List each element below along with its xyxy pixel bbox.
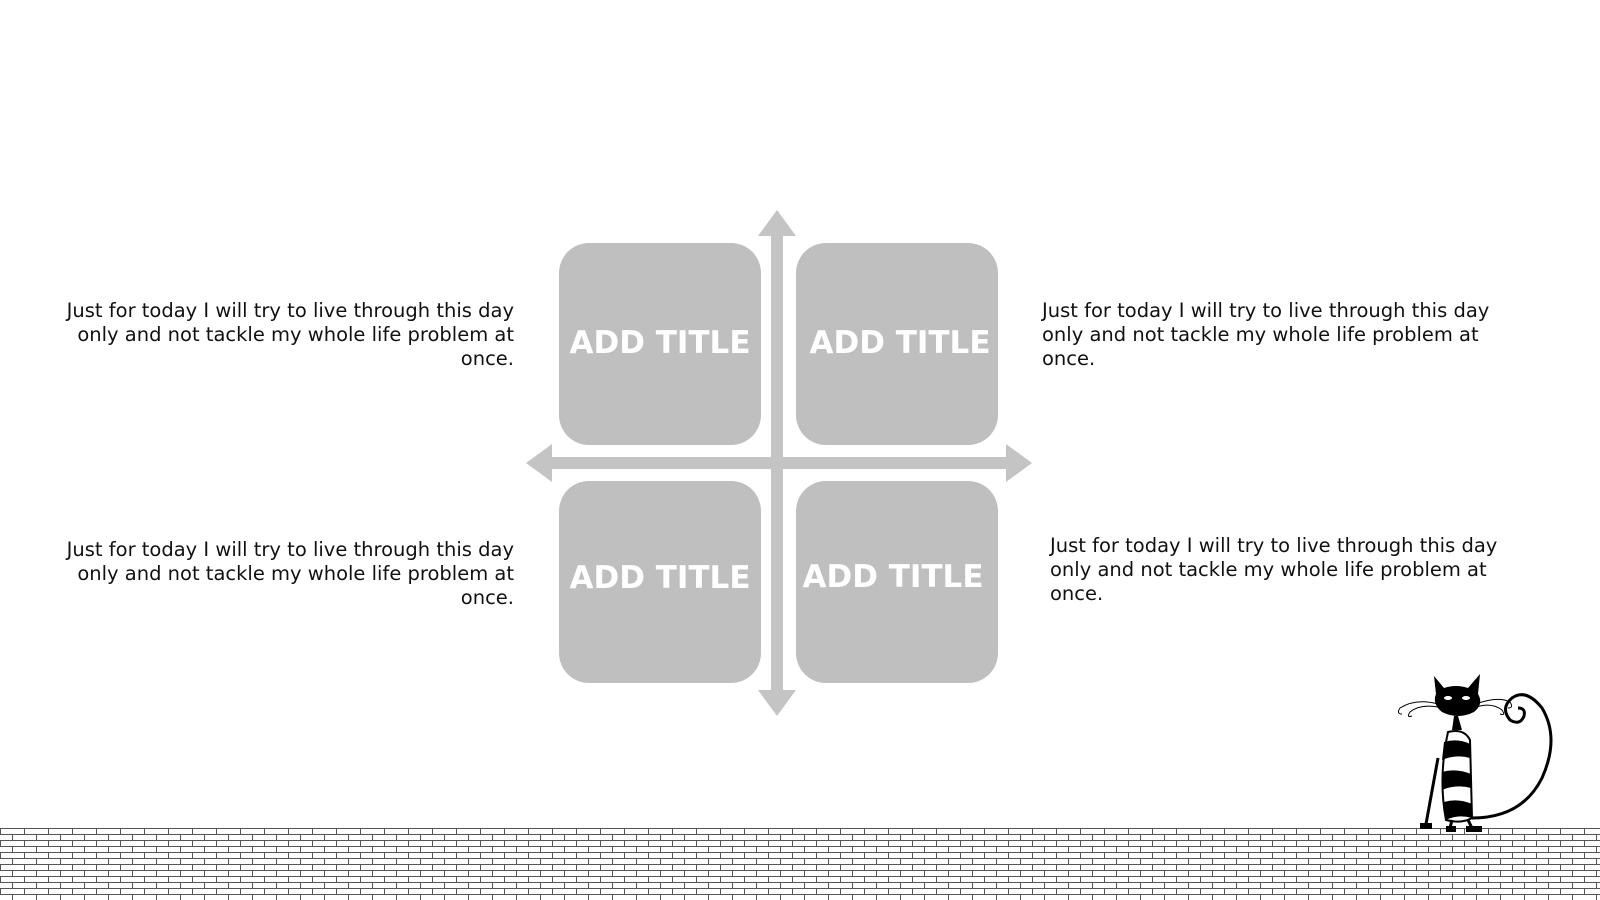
- arrow-down-icon: [758, 690, 796, 716]
- tile-title-top-right: ADD TITLE: [809, 325, 990, 361]
- tile-bottom-left: ADD TITLE: [559, 481, 761, 683]
- vertical-axis: [771, 232, 783, 690]
- tile-top-right: ADD TITLE: [796, 243, 998, 445]
- cat-tail-icon: [1471, 693, 1553, 820]
- cat-illustration: [1397, 674, 1553, 832]
- axis-arrows: [526, 210, 1032, 716]
- tile-title-bottom-left: ADD TITLE: [569, 560, 750, 596]
- tile-bottom-right: ADD TITLE: [796, 481, 998, 683]
- tile-top-left: ADD TITLE: [559, 243, 761, 445]
- horizontal-axis: [546, 457, 1008, 469]
- tile-title-bottom-right: ADD TITLE: [802, 559, 983, 595]
- description-top-right: Just for today I will try to live throug…: [1042, 299, 1490, 370]
- brick-wall: [0, 828, 1600, 900]
- tile-title-top-left: ADD TITLE: [569, 325, 750, 361]
- description-top-left: Just for today I will try to live throug…: [66, 299, 514, 370]
- arrow-right-icon: [1006, 444, 1032, 482]
- arrow-up-icon: [758, 210, 796, 236]
- arrow-left-icon: [526, 444, 552, 482]
- description-bottom-left: Just for today I will try to live throug…: [66, 538, 514, 609]
- description-bottom-right: Just for today I will try to live throug…: [1050, 534, 1498, 605]
- cat-head-icon: [1434, 674, 1481, 716]
- cat-body-icon: [1441, 730, 1474, 823]
